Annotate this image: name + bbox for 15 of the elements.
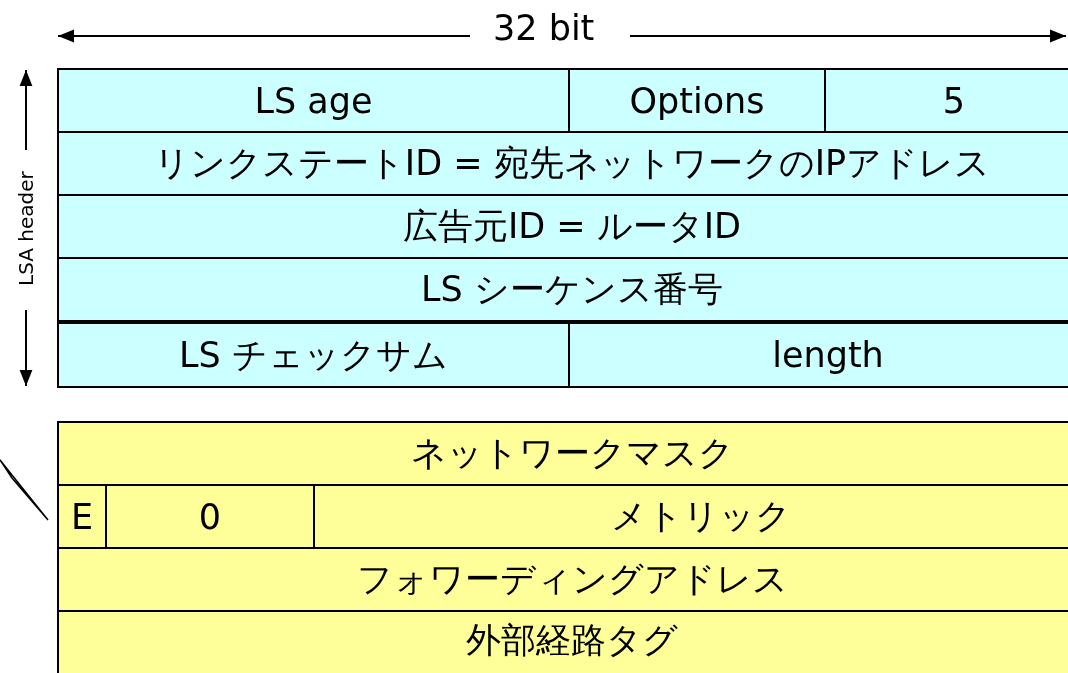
body-field: ネットワークマスク — [57, 421, 1068, 486]
header-field: Options — [568, 68, 826, 133]
header-field: length — [568, 322, 1068, 388]
body-field: E — [57, 484, 107, 549]
body-field: 外部経路タグ — [57, 610, 1068, 673]
body-field: 0 — [105, 484, 315, 549]
header-field: 5 — [824, 68, 1068, 133]
header-field: リンクステートID = 宛先ネットワークのIPアドレス — [57, 131, 1068, 196]
body-field: フォワーディングアドレス — [57, 547, 1068, 612]
dimension-label: 32 bit — [493, 8, 595, 48]
header-field: 広告元ID = ルータID — [57, 194, 1068, 259]
header-field: LS シーケンス番号 — [57, 257, 1068, 322]
body-field: メトリック — [313, 484, 1068, 549]
header-field: LS age — [57, 68, 570, 133]
header-field: LS チェックサム — [57, 322, 570, 388]
